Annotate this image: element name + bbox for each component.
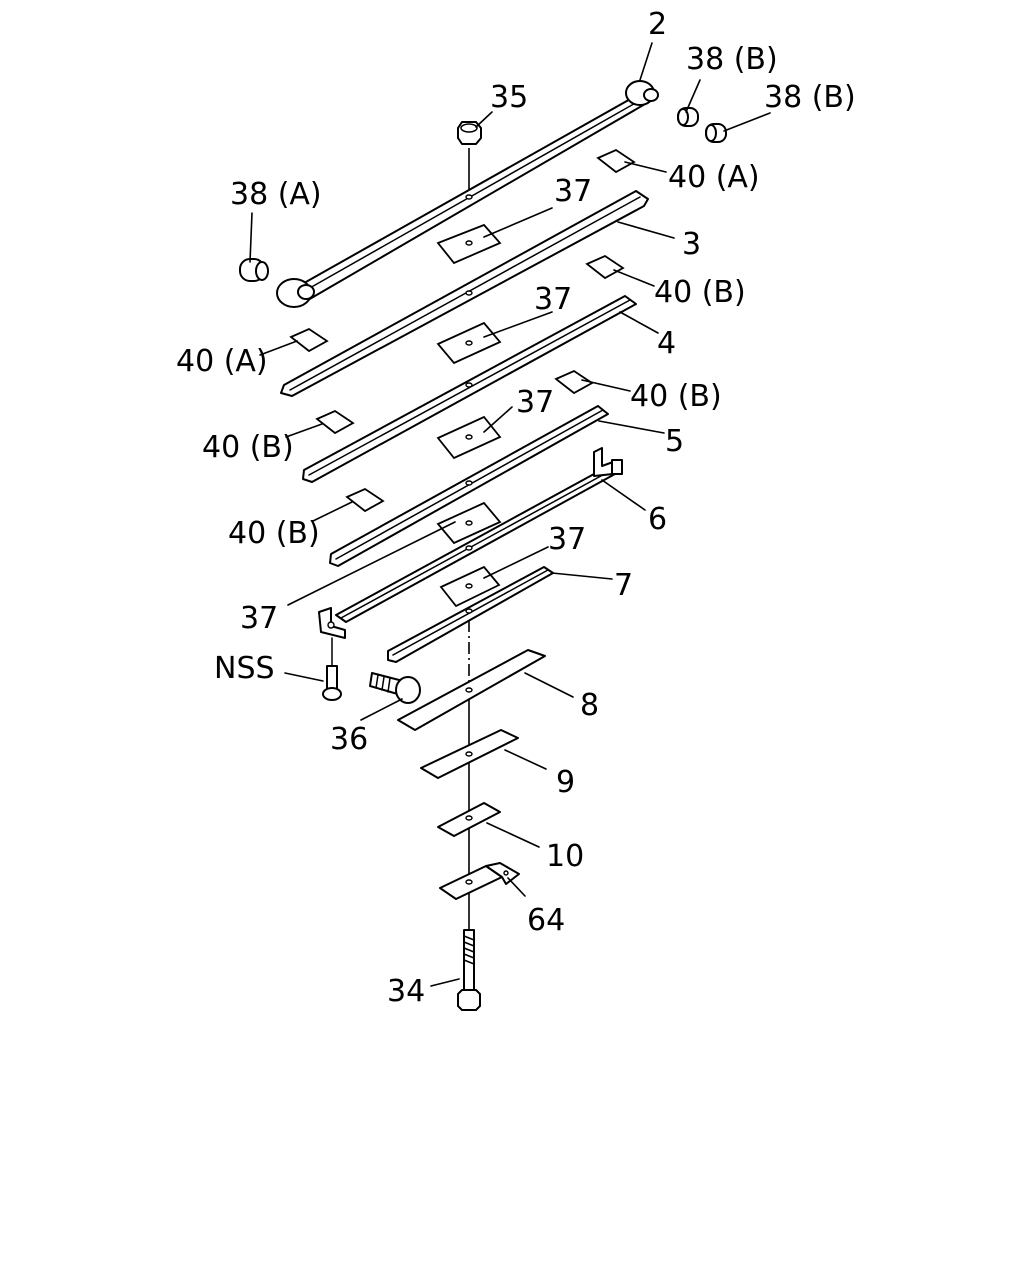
- callout-38b-inner: 38 (B): [686, 42, 778, 77]
- pad-40-a-top: [596, 148, 636, 174]
- pad-40-a-left: [289, 327, 329, 353]
- plate-10: [437, 802, 501, 837]
- leaf-4: [302, 295, 637, 483]
- pad-40-b-mid-left: [315, 409, 355, 435]
- pad-40-b-upper: [585, 254, 625, 280]
- callout-10: 10: [546, 839, 584, 874]
- leaf-6: [318, 447, 623, 639]
- bolt-36: [369, 672, 421, 704]
- callout-37-first: 37: [554, 174, 592, 209]
- bolt-34: [457, 929, 481, 1011]
- callout-38b-outer: 38 (B): [764, 80, 856, 115]
- callout-34: 34: [387, 974, 425, 1009]
- bushing-38-b-inner: [677, 107, 699, 127]
- callout-37-left: 37: [240, 601, 278, 636]
- callout-9: 9: [556, 765, 575, 800]
- callout-40b-lower-left: 40 (B): [228, 516, 320, 551]
- callout-38a: 38 (A): [230, 177, 322, 212]
- callout-8: 8: [580, 688, 599, 723]
- callout-37-fourth: 37: [548, 522, 586, 557]
- callout-64: 64: [527, 903, 565, 938]
- callout-nss: NSS: [214, 651, 275, 686]
- callout-37-second: 37: [534, 282, 572, 317]
- callout-40a-top: 40 (A): [668, 160, 760, 195]
- plate-8: [397, 649, 546, 731]
- callout-37-third: 37: [516, 385, 554, 420]
- pad-40-b-right: [554, 369, 594, 395]
- pad-40-b-lower-left: [345, 487, 385, 513]
- nut-35: [457, 121, 482, 145]
- callout-4: 4: [657, 326, 676, 361]
- callout-36: 36: [330, 722, 368, 757]
- callout-40a-left: 40 (A): [176, 344, 268, 379]
- callout-7: 7: [614, 568, 633, 603]
- leader-lines: [249, 42, 771, 987]
- callout-35: 35: [490, 80, 528, 115]
- leaf-5: [329, 405, 609, 567]
- main-leaf-2: [276, 80, 659, 308]
- bushing-38-b-outer: [705, 123, 727, 143]
- callout-3: 3: [682, 227, 701, 262]
- callout-40b-mid-left: 40 (B): [202, 430, 294, 465]
- callout-5: 5: [665, 424, 684, 459]
- callout-40b-upper: 40 (B): [654, 275, 746, 310]
- bolt-nss: [322, 637, 342, 701]
- callout-6: 6: [648, 502, 667, 537]
- bracket-64: [439, 862, 520, 900]
- leaf-7: [387, 565, 554, 663]
- bushing-38-a: [239, 258, 269, 282]
- callout-2: 2: [648, 7, 667, 42]
- plate-9: [420, 729, 519, 779]
- callout-40b-right: 40 (B): [630, 379, 722, 414]
- leaf-3: [280, 190, 649, 397]
